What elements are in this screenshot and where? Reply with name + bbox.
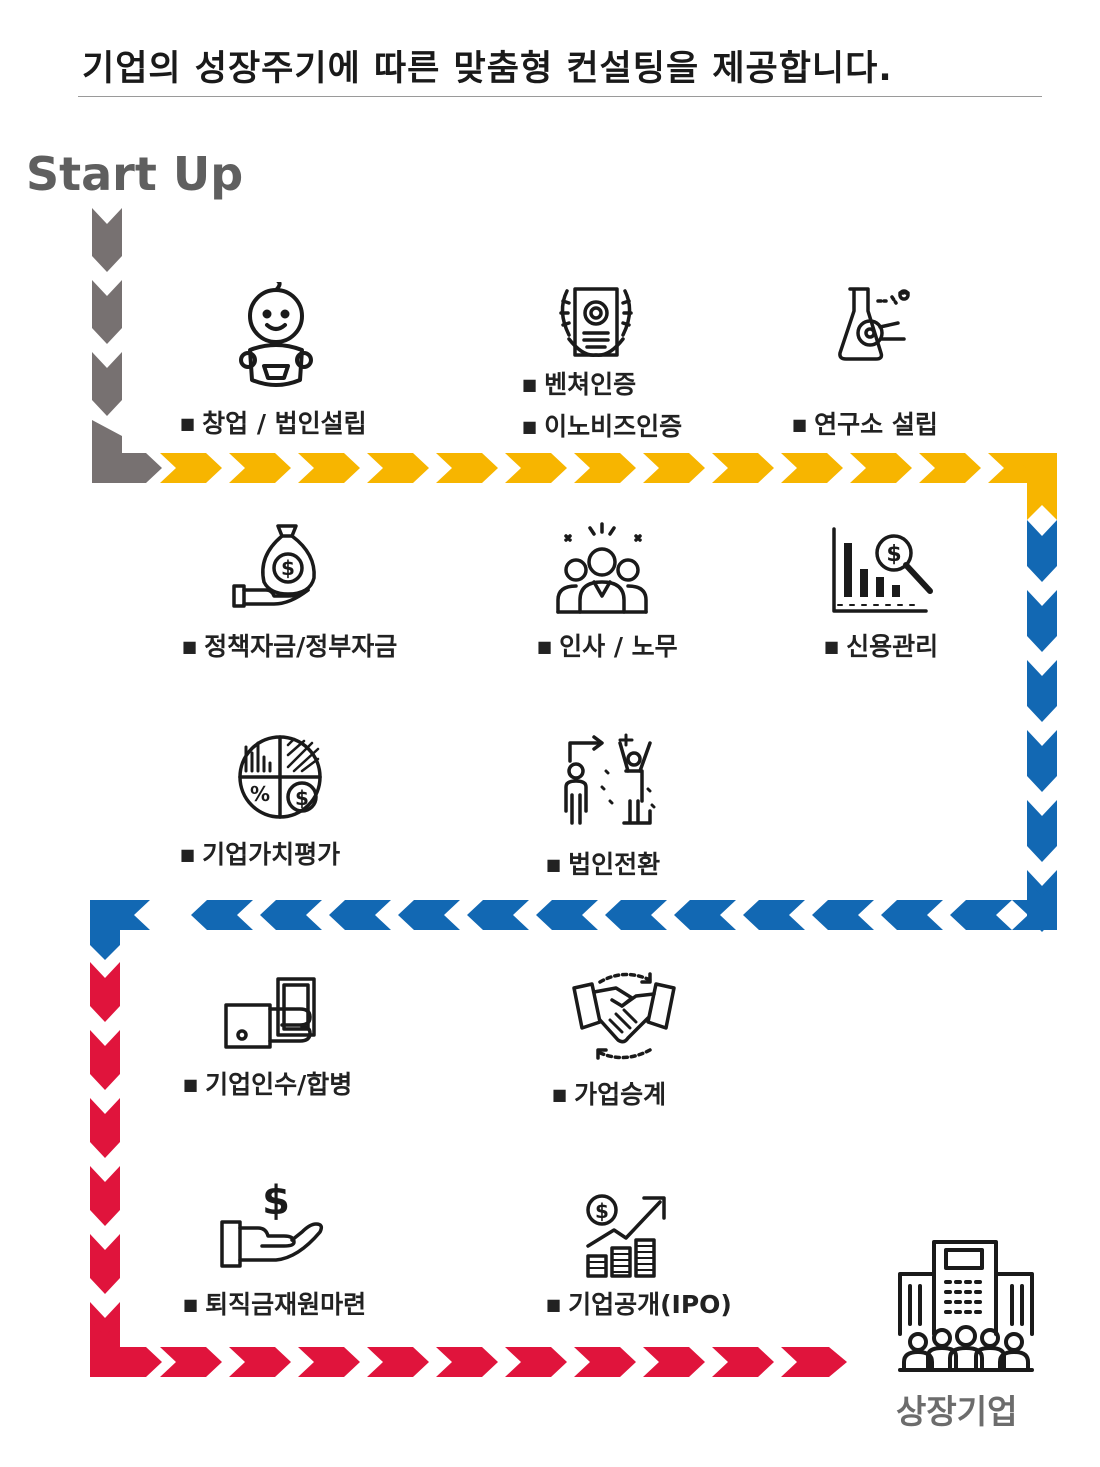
chevron-elbow xyxy=(1012,880,1057,930)
transformation-icon xyxy=(564,733,656,825)
chevron-arrow xyxy=(919,453,981,483)
item-label-ipo: 기업공개(IPO) xyxy=(546,1285,732,1321)
item-label-credit-management: 신용관리 xyxy=(824,627,938,663)
chevron-arrow xyxy=(1027,730,1057,792)
end-label: 상장기업 xyxy=(896,1392,1018,1431)
chevron-arrow xyxy=(90,962,120,1022)
stage-mature-path xyxy=(90,962,847,1377)
chevron-arrow xyxy=(298,453,360,483)
chevron-arrow xyxy=(467,900,529,930)
chevron-arrow xyxy=(260,900,322,930)
chevron-arrow xyxy=(712,1347,774,1377)
cash-in-hand-icon xyxy=(224,977,316,1049)
chevron-arrow xyxy=(1027,520,1057,582)
chevron-arrow xyxy=(90,1234,120,1294)
svg-text:$: $ xyxy=(281,556,295,580)
chevron-arrow xyxy=(160,453,222,483)
page-heading: 기업의 성장주기에 따른 맞춤형 컨설팅을 제공합니다. xyxy=(82,49,893,89)
chevron-arrow xyxy=(781,453,843,483)
item-label-startup-incorporation: 창업 / 법인설립 xyxy=(180,404,367,440)
chevron-arrow xyxy=(574,1347,636,1377)
item-label-hr-labor: 인사 / 노무 xyxy=(537,627,678,663)
chevron-arrow xyxy=(436,453,498,483)
company-building-icon xyxy=(898,1240,1034,1372)
stage-growth-path xyxy=(90,520,1057,960)
item-label-policy-funds: 정책자금/정부자금 xyxy=(182,627,397,663)
chevron-arrow xyxy=(643,1347,705,1377)
item-label-family-succession: 가업승계 xyxy=(552,1075,666,1111)
handshake-icon xyxy=(572,972,676,1060)
valuation-pie-chart-icon: % $ xyxy=(238,735,322,819)
chevron-arrow xyxy=(605,900,667,930)
chevron-elbow xyxy=(92,420,162,483)
chevron-arrow xyxy=(505,453,567,483)
chevron-arrow xyxy=(92,280,122,344)
certificate-icon xyxy=(559,287,633,357)
credit-analysis-icon: $ xyxy=(832,527,933,613)
start-label: Start Up xyxy=(26,147,244,201)
stage-early-path xyxy=(160,453,1057,520)
chevron-arrow xyxy=(850,453,912,483)
item-label-research-institute: 연구소 설립 xyxy=(792,405,938,441)
chevron-arrow xyxy=(92,208,122,272)
chevron-arrow xyxy=(1027,800,1057,862)
item-label-retirement-funding: 퇴직금재원마련 xyxy=(183,1285,366,1321)
baby-icon xyxy=(239,282,313,387)
item-label-venture-certification: 벤쳐인증 xyxy=(522,365,636,401)
chevron-arrow xyxy=(90,1166,120,1226)
stage-startup-path xyxy=(92,208,162,483)
chevron-arrow xyxy=(674,900,736,930)
chevron-arrow xyxy=(783,1347,847,1377)
chevron-arrow xyxy=(812,900,874,930)
money-bag-hand-icon: $ xyxy=(232,524,316,608)
dollar-hand-icon: $ xyxy=(220,1180,324,1268)
laboratory-flask-icon xyxy=(838,287,910,361)
svg-text:$: $ xyxy=(262,1180,290,1224)
item-label-innobiz-certification: 이노비즈인증 xyxy=(522,407,682,443)
item-label-business-valuation: 기업가치평가 xyxy=(180,835,340,871)
chevron-arrow xyxy=(367,453,429,483)
chevron-arrow xyxy=(643,453,705,483)
svg-text:%: % xyxy=(250,782,270,806)
chevron-arrow xyxy=(329,900,391,930)
chevron-arrow xyxy=(90,1098,120,1158)
chevron-arrow xyxy=(92,352,122,416)
svg-text:$: $ xyxy=(595,1199,609,1223)
chevron-arrow xyxy=(398,900,460,930)
chevron-arrow xyxy=(367,1347,429,1377)
item-label-corporate-conversion: 법인전환 xyxy=(546,845,660,881)
chevron-arrow xyxy=(436,1347,498,1377)
team-people-icon xyxy=(556,522,648,614)
chevron-arrow xyxy=(229,1347,291,1377)
chevron-arrow xyxy=(536,900,598,930)
chevron-arrow xyxy=(1027,590,1057,652)
chevron-arrow xyxy=(160,1347,222,1377)
chevron-arrow xyxy=(505,1347,567,1377)
chevron-arrow xyxy=(1027,660,1057,722)
heading-divider xyxy=(78,96,1042,97)
chevron-arrow xyxy=(191,900,253,930)
svg-text:$: $ xyxy=(295,786,309,810)
chevron-arrow xyxy=(298,1347,360,1377)
chevron-arrow xyxy=(950,900,1012,930)
chevron-elbow xyxy=(90,900,150,960)
chevron-arrow xyxy=(229,453,291,483)
growth-coins-icon: $ xyxy=(586,1194,666,1278)
chevron-arrow xyxy=(90,1030,120,1090)
chevron-arrow xyxy=(881,900,943,930)
chevron-elbow xyxy=(90,1320,162,1377)
svg-text:$: $ xyxy=(886,542,901,567)
item-label-mergers-acquisitions: 기업인수/합병 xyxy=(183,1065,352,1101)
chevron-arrow xyxy=(743,900,805,930)
chevron-arrow xyxy=(574,453,636,483)
chevron-arrow xyxy=(712,453,774,483)
chevron-elbow xyxy=(1010,453,1057,520)
